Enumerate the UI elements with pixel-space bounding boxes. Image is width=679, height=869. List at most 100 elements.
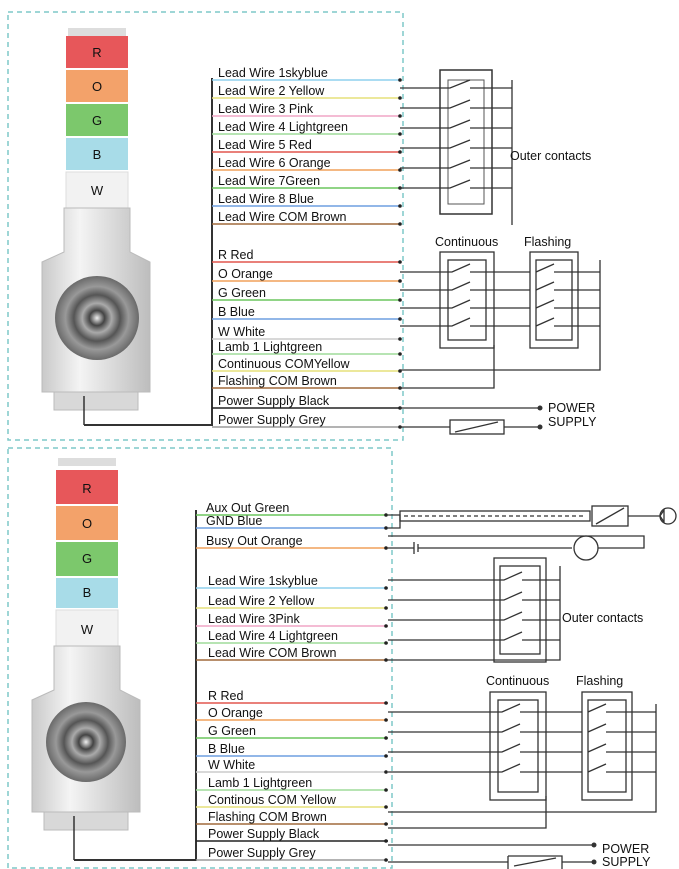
bottom-wire-label: Lead Wire COM Brown: [208, 646, 337, 660]
top-flashing-relay: [400, 251, 601, 389]
top-segment-label-w: W: [91, 183, 104, 198]
top-signal-tower: R O G B W: [41, 28, 151, 425]
top-power-lines: [400, 407, 540, 435]
bottom-wire-label: Lead Wire 2 Yellow: [208, 594, 315, 608]
bottom-wire-terminal: [384, 822, 388, 826]
top-speaker: [55, 276, 139, 360]
bottom-continuous-label: Continuous: [486, 674, 549, 688]
bottom-segment-label-g: G: [82, 551, 92, 566]
bottom-power-arrow-1: [591, 842, 597, 848]
top-segment-label-g: G: [92, 113, 102, 128]
top-wire-label: B Blue: [218, 305, 255, 319]
bottom-aux-wire-label: Aux Out Green: [206, 501, 289, 515]
top-segment-label-r: R: [92, 45, 101, 60]
bottom-frame: [7, 447, 393, 869]
top-wire-label: Continuous COMYellow: [218, 357, 351, 371]
bottom-speaker: [46, 702, 126, 782]
bottom-wire-label: Power Supply Grey: [208, 846, 316, 860]
top-wire-label: Lead Wire 7Green: [218, 174, 320, 188]
top-power-arrow-1: [537, 405, 543, 411]
bottom-segment-g: [56, 542, 118, 576]
bottom-power-label-1: POWER: [602, 842, 649, 856]
top-wire-label: Power Supply Grey: [218, 413, 326, 427]
top-segment-w: [65, 171, 129, 209]
top-wire-label: O Orange: [218, 267, 273, 281]
top-segment-o: [66, 70, 128, 102]
bottom-wire-terminal: [384, 641, 388, 645]
top-power-label-2: SUPPLY: [548, 415, 597, 429]
bottom-wire-terminal: [384, 770, 388, 774]
bottom-outer-contacts-relay: [388, 557, 561, 663]
top-segment-b: [66, 138, 128, 170]
bottom-wire-label: G Green: [208, 724, 256, 738]
top-wire-label: W White: [218, 325, 265, 339]
top-continuous-label: Continuous: [435, 235, 498, 249]
bottom-aux-wire-label: GND Blue: [206, 514, 262, 528]
top-wire-label: Lead Wire 1skyblue: [218, 66, 328, 80]
bottom-wire-terminal: [384, 805, 388, 809]
top-wire-terminal: [398, 114, 402, 118]
top-power-label-1: POWER: [548, 401, 595, 415]
bottom-outer-contacts-label: Outer contacts: [562, 611, 643, 625]
bottom-wire-terminal: [384, 701, 388, 705]
top-wire-terminal: [398, 317, 402, 321]
bottom-flashing-label: Flashing: [576, 674, 623, 688]
bottom-continuous-relay: [388, 691, 582, 801]
top-wire-terminal: [398, 337, 402, 341]
top-wire-label: Lead Wire 4 Lightgreen: [218, 120, 348, 134]
top-segment-label-b: B: [93, 147, 102, 162]
bottom-wire-label: Lead Wire 3Pink: [208, 612, 300, 626]
top-wire-terminal: [398, 298, 402, 302]
top-cable: [84, 78, 213, 426]
top-wire-label: Lamb 1 Lightgreen: [218, 340, 322, 354]
top-wire-label: R Red: [218, 248, 253, 262]
bottom-wire-label: W White: [208, 758, 255, 772]
top-wire-terminal: [398, 168, 402, 172]
bottom-aux-wire-terminal: [384, 546, 388, 550]
bottom-wire-terminal: [384, 606, 388, 610]
bottom-power-arrow-2: [591, 859, 597, 865]
bottom-wire-label: Lamb 1 Lightgreen: [208, 776, 312, 790]
bottom-aux-wire-label: Busy Out Orange: [206, 534, 303, 548]
top-wire-label: Lead Wire 3 Pink: [218, 102, 314, 116]
top-wire-terminal: [398, 222, 402, 226]
top-wire-terminal: [398, 260, 402, 264]
top-continuous-relay: [400, 251, 530, 349]
bottom-wire-terminal: [384, 658, 388, 662]
top-wire-terminal: [398, 352, 402, 356]
bottom-segment-label-r: R: [82, 481, 91, 496]
bottom-wire-terminal: [384, 839, 388, 843]
top-wire-terminal: [398, 78, 402, 82]
bottom-signal-tower: R O G B W: [31, 458, 141, 860]
bottom-segment-o: [56, 506, 118, 540]
top-segment-label-o: O: [92, 79, 102, 94]
top-wire-label: Flashing COM Brown: [218, 374, 337, 388]
bottom-wire-terminal: [384, 788, 388, 792]
top-segment-g: [66, 104, 128, 136]
bottom-power-lines: [388, 844, 594, 869]
top-outer-contacts-label: Outer contacts: [510, 149, 591, 163]
top-frame: [7, 11, 404, 441]
bottom-wire-label: Flashing COM Brown: [208, 810, 327, 824]
top-wire-label: Lead Wire 2 Yellow: [218, 84, 325, 98]
bottom-segment-label-b: B: [83, 585, 92, 600]
top-wire-label: G Green: [218, 286, 266, 300]
top-wire-label: Lead Wire 6 Orange: [218, 156, 331, 170]
top-outer-contacts-relay: [400, 69, 513, 225]
top-wire-terminal: [398, 132, 402, 136]
bottom-power-label-2: SUPPLY: [602, 855, 651, 869]
bottom-wire-terminal: [384, 754, 388, 758]
bottom-wire-label: Continous COM Yellow: [208, 793, 337, 807]
bottom-wire-label: Lead Wire 4 Lightgreen: [208, 629, 338, 643]
bottom-segment-label-w: W: [81, 622, 94, 637]
top-segment-r: [66, 36, 128, 68]
top-wire-terminal: [398, 279, 402, 283]
bottom-wire-label: R Red: [208, 689, 243, 703]
bottom-wire-label: Lead Wire 1skyblue: [208, 574, 318, 588]
bottom-wire-terminal: [384, 586, 388, 590]
